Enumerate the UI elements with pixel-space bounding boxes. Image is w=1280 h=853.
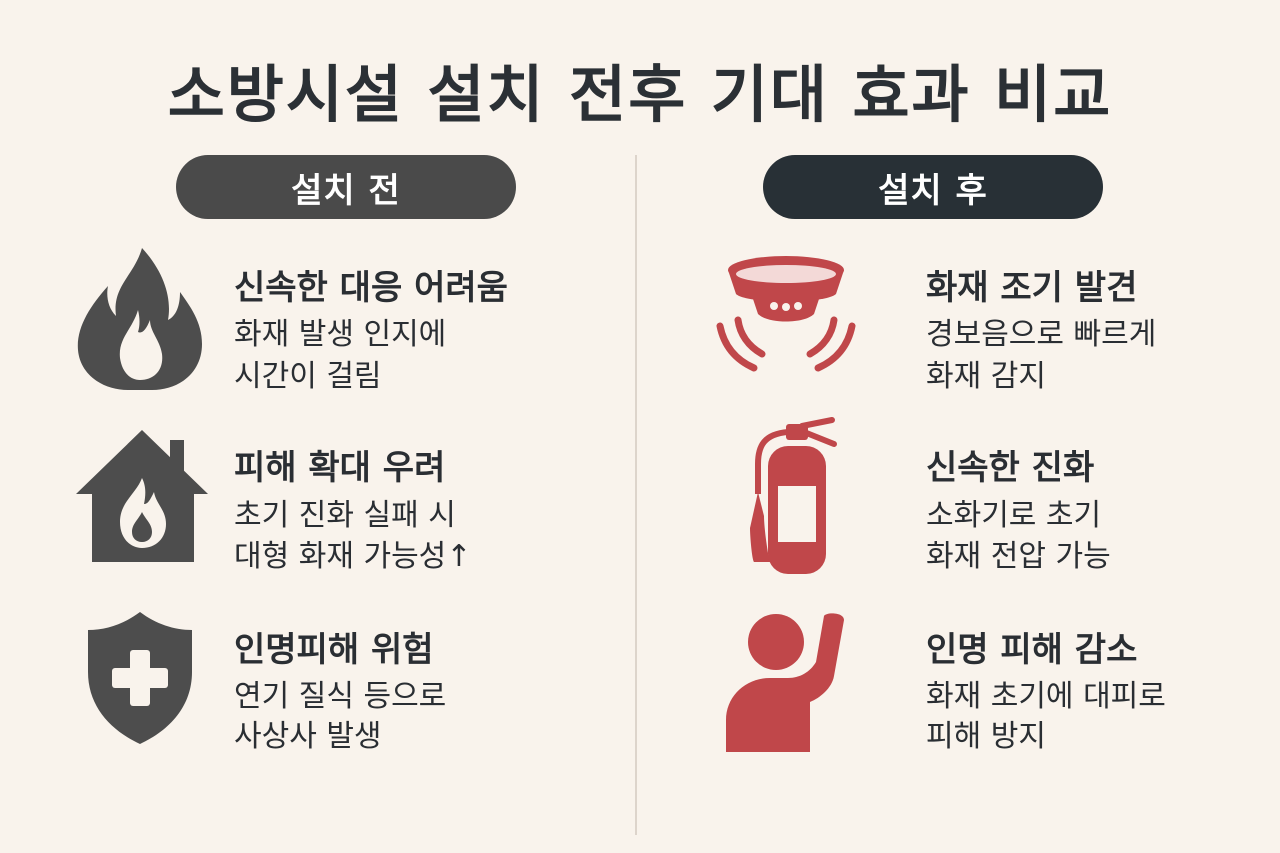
fire-icon <box>77 248 202 390</box>
page-title: 소방시설 설치 전후 기대 효과 비교 <box>167 58 1113 131</box>
item-heading: 신속한 진화 <box>926 448 1095 488</box>
item-description-line: 경보음으로 빠르게 <box>926 317 1157 352</box>
after-label-pill: 설치 후 <box>763 155 1103 219</box>
item-description-line: 화재 발생 인지에 <box>234 317 447 352</box>
item-heading: 인명피해 위험 <box>234 630 434 670</box>
person-raising-hand-icon <box>726 613 844 752</box>
item-heading: 신속한 대응 어려움 <box>234 268 508 308</box>
house-fire-icon <box>76 430 208 562</box>
shield-cross-icon <box>88 612 192 744</box>
item-description-line: 초기 진화 실패 시 <box>234 498 456 533</box>
column-divider <box>635 155 637 835</box>
item-description-line: 연기 질식 등으로 <box>234 679 447 714</box>
item-description-line: 화재 감지 <box>926 359 1046 394</box>
item-heading: 피해 확대 우려 <box>234 448 446 488</box>
item-description-line: 사상사 발생 <box>234 719 382 754</box>
item-description-line: 화재 전압 가능 <box>926 539 1111 574</box>
item-description-line: 시간이 걸림 <box>234 359 382 394</box>
item-description-line: 대형 화재 가능성↑ <box>234 539 472 574</box>
item-description-line: 화재 초기에 대피로 <box>926 679 1166 714</box>
fire-extinguisher-icon <box>750 417 837 574</box>
item-description-line: 소화기로 초기 <box>926 498 1102 533</box>
item-heading: 인명 피해 감소 <box>926 630 1138 670</box>
smoke-detector-icon <box>716 256 856 372</box>
item-heading: 화재 조기 발견 <box>926 268 1138 308</box>
before-label-pill: 설치 전 <box>176 155 516 219</box>
item-description-line: 피해 방지 <box>926 719 1046 754</box>
